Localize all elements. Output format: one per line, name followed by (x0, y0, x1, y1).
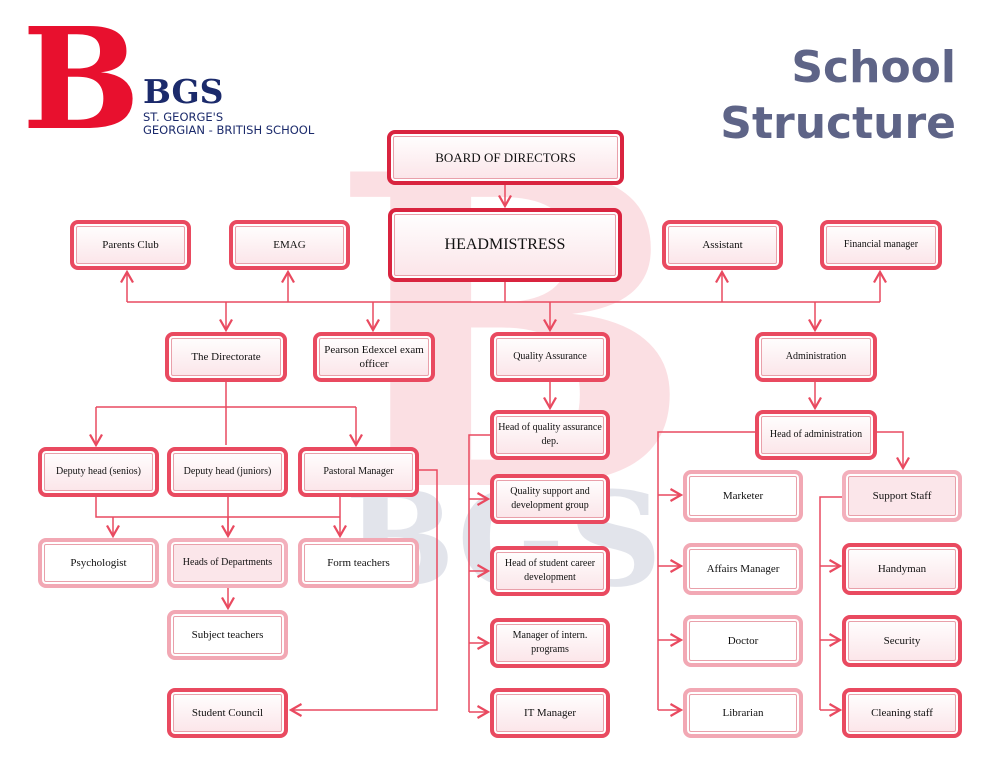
box-head-of-qa: Head of quality assurance dep. (490, 410, 610, 460)
box-directorate: The Directorate (165, 332, 287, 382)
box-affairs-manager: Affairs Manager (683, 543, 803, 595)
box-quality-support: Quality support and development group (490, 474, 610, 524)
box-deputy-head-seniors: Deputy head (senios) (38, 447, 159, 497)
box-pastoral-manager: Pastoral Manager (298, 447, 419, 497)
box-doctor: Doctor (683, 615, 803, 667)
logo-mark: B (22, 0, 141, 162)
box-cleaning-staff: Cleaning staff (842, 688, 962, 738)
box-it-manager: IT Manager (490, 688, 610, 738)
box-parents-club: Parents Club (70, 220, 191, 270)
logo-line1: ST. GEORGE'S (143, 110, 224, 124)
box-form-teachers: Form teachers (298, 538, 419, 588)
box-pearson-officer: Pearson Edexcel exam officer (313, 332, 435, 382)
title-line2: Structure (720, 98, 956, 149)
box-career-development: Head of student career development (490, 546, 610, 596)
box-intern-programs: Manager of intern. programs (490, 618, 610, 668)
box-emag: EMAG (229, 220, 350, 270)
logo-line2: GEORGIAN - BRITISH SCHOOL (143, 123, 315, 137)
box-student-council: Student Council (167, 688, 288, 738)
box-subject-teachers: Subject teachers (167, 610, 288, 660)
box-heads-of-departments: Heads of Departments (167, 538, 288, 588)
box-support-staff: Support Staff (842, 470, 962, 522)
box-assistant: Assistant (662, 220, 783, 270)
title-line1: School (791, 42, 956, 93)
box-headmistress: HEADMISTRESS (388, 208, 622, 282)
box-board-of-directors: BOARD OF DIRECTORS (387, 130, 624, 185)
box-marketer: Marketer (683, 470, 803, 522)
box-head-of-administration: Head of administration (755, 410, 877, 460)
box-psychologist: Psychologist (38, 538, 159, 588)
box-deputy-head-juniors: Deputy head (juniors) (167, 447, 288, 497)
box-security: Security (842, 615, 962, 667)
box-administration: Administration (755, 332, 877, 382)
box-handyman: Handyman (842, 543, 962, 595)
box-financial-manager: Financial manager (820, 220, 942, 270)
box-librarian: Librarian (683, 688, 803, 738)
logo-name: BGS (143, 72, 224, 111)
box-quality-assurance: Quality Assurance (490, 332, 610, 382)
